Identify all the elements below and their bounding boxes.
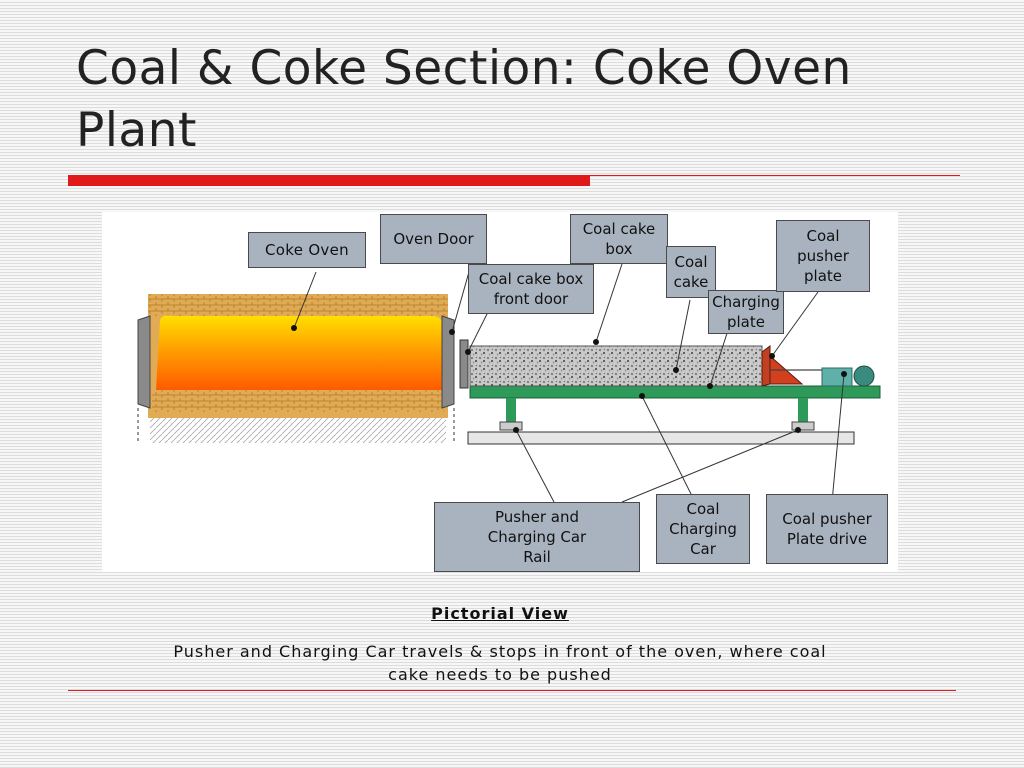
label-oven-door: Oven Door (380, 214, 487, 264)
label-charging-plate: Charging plate (708, 290, 784, 334)
footer-rule (68, 690, 956, 691)
oven-door-panel (459, 339, 469, 389)
leader-lines (293, 239, 845, 509)
pictorial-view-heading: Pictorial View (431, 604, 569, 623)
leader-dots (291, 325, 847, 433)
label-coal-pusher-plate-drive: Coal pusher Plate drive (766, 494, 888, 564)
car-rail (467, 431, 855, 445)
title-underline-thin (590, 175, 960, 176)
charging-car (469, 345, 881, 431)
label-coal-charging-car: Coal Charging Car (656, 494, 750, 564)
slide-title: Coal & Coke Section: Coke Oven Plant (76, 41, 852, 158)
coke-oven-body (137, 294, 455, 444)
title-underline-accent (68, 175, 590, 186)
coke-oven-drawing (137, 239, 881, 509)
label-coal-cake-box-front-door: Coal cake box front door (468, 264, 594, 314)
label-coal-cake: Coal cake (666, 246, 716, 298)
label-coke-oven: Coke Oven (248, 232, 366, 268)
label-coal-cake-box: Coal cake box (570, 214, 668, 264)
label-coal-pusher-plate: Coal pusher plate (776, 220, 870, 292)
slide-caption: Pusher and Charging Car travels & stops … (173, 642, 827, 684)
label-pusher-charging-car-rail: Pusher and Charging Car Rail (434, 502, 640, 572)
coke-oven-diagram: Coke Oven Oven Door Coal cake box Coal c… (102, 212, 898, 572)
